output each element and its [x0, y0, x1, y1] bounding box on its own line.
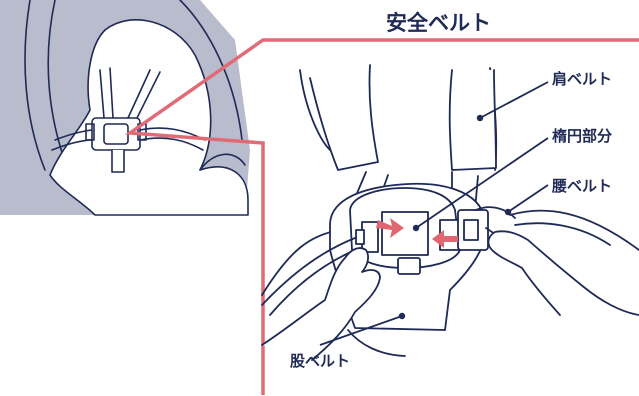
leader-shoulder [479, 81, 549, 119]
buckle-illustration [261, 64, 639, 361]
label-oval-part: 楕円部分 [552, 127, 613, 145]
leader-crotch [319, 315, 403, 346]
label-lap-belt: 腰ベルト [552, 177, 613, 195]
label-shoulder-belt: 肩ベルト [552, 70, 613, 88]
leader-lines [319, 81, 549, 346]
diagram-title: 安全ベルト [386, 11, 491, 35]
leader-oval [415, 137, 549, 229]
label-crotch-belt: 股ベルト [290, 352, 351, 370]
seat-thumbnail [0, 0, 250, 216]
arrow-left [376, 218, 404, 238]
callout-frame [124, 38, 639, 395]
insertion-arrows [376, 218, 458, 248]
arrow-right [432, 230, 458, 248]
leader-dots [398, 114, 512, 320]
leader-lap [507, 184, 549, 213]
